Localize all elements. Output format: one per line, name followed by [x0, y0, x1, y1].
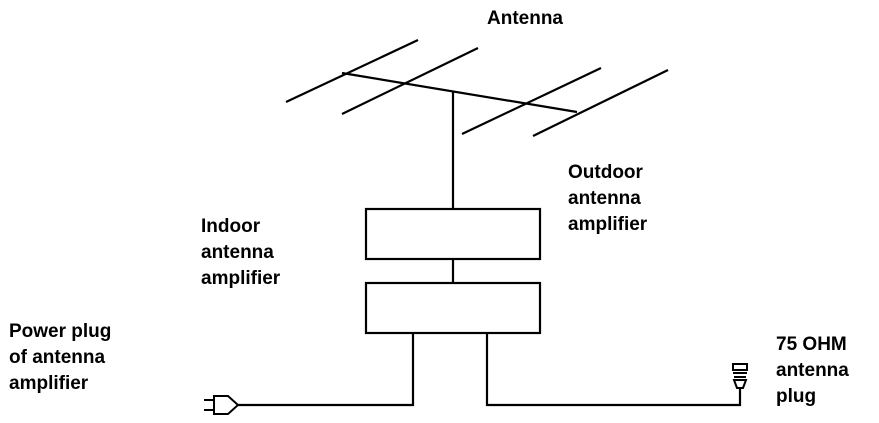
indoor-amplifier-label: Indoor antenna amplifier: [201, 214, 280, 292]
outdoor-label-line-1: Outdoor: [568, 162, 643, 183]
ohm-plug-label-line-2: antenna: [776, 360, 849, 381]
antenna-label: Antenna: [487, 8, 563, 29]
coax-cable: [485, 333, 742, 407]
power-plug-label-line-3: amplifier: [9, 373, 89, 394]
ohm-plug-label: 75 OHM antenna plug: [776, 332, 849, 410]
ohm-plug-label-line-3: plug: [776, 386, 817, 407]
power-plug-icon: [204, 395, 240, 415]
indoor-label-line-2: antenna: [201, 242, 274, 263]
indoor-label-line-1: Indoor: [201, 216, 261, 237]
antenna-element-3: [461, 67, 602, 135]
ohm-plug-label-line-1: 75 OHM: [776, 334, 847, 355]
antenna-boom: [341, 71, 578, 114]
outdoor-amplifier-label: Outdoor antenna amplifier: [568, 160, 647, 238]
antenna-element-2: [341, 47, 479, 115]
power-plug-label: Power plug of antenna amplifier: [9, 319, 111, 397]
power-plug-label-line-2: of antenna: [9, 347, 106, 368]
indoor-label-line-3: amplifier: [201, 268, 281, 289]
antenna-element-4: [532, 69, 669, 137]
outdoor-amplifier-box: [364, 207, 542, 261]
power-cable: [238, 333, 415, 407]
antenna-element-1: [285, 39, 419, 103]
power-plug-label-line-1: Power plug: [9, 321, 112, 342]
coax-plug-icon: [732, 363, 748, 389]
outdoor-label-line-2: antenna: [568, 188, 641, 209]
outdoor-label-line-3: amplifier: [568, 214, 648, 235]
indoor-amplifier-box: [364, 281, 542, 335]
